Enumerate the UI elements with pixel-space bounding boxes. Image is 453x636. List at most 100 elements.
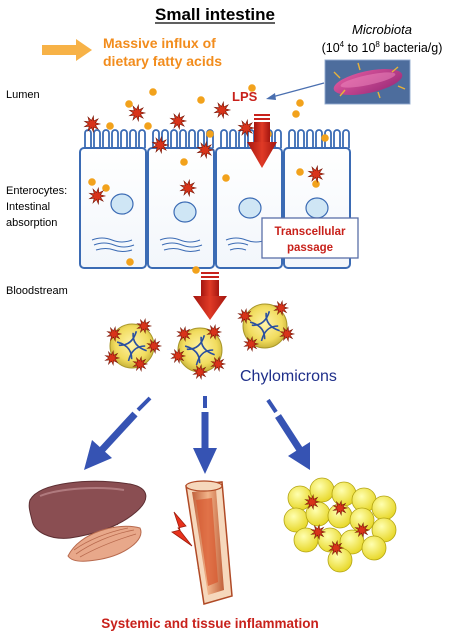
fatty-acid-dot	[106, 122, 114, 130]
lps-particle	[237, 307, 254, 325]
apolipoprotein-strand	[249, 321, 266, 340]
cell-nucleus	[173, 201, 197, 223]
enterocytes-label-line1: Enterocytes:	[6, 185, 67, 197]
microvillus	[288, 129, 296, 148]
apolipoprotein-strand	[118, 330, 138, 347]
lps-particle	[307, 164, 326, 184]
arrow-to-liver-icon	[84, 396, 152, 470]
apolipoprotein-strand	[186, 334, 206, 351]
fatty-acid-dot	[144, 122, 152, 130]
fatty-acid-dot	[102, 184, 110, 192]
transcellular-box	[261, 217, 359, 259]
microvillus	[333, 129, 341, 148]
microvillus	[84, 129, 92, 148]
apolipoprotein-strand	[200, 336, 215, 356]
lps-particle	[179, 178, 198, 198]
fatty-acid-dot	[222, 174, 230, 182]
cell-nucleus	[110, 193, 134, 215]
bloodstream-label: Bloodstream	[6, 285, 68, 297]
lps-entry-arrow-icon	[247, 114, 277, 168]
fatty-acid-dot	[126, 258, 134, 266]
transcellular-label-line2: passage	[287, 242, 333, 254]
bacteria-micrograph-image	[324, 59, 411, 105]
microvillus	[229, 129, 237, 148]
microvillus	[197, 129, 205, 148]
fatty-acid-dot	[125, 100, 133, 108]
microbiota-count-mid: to 10	[344, 41, 375, 55]
chylomicrons-label: Chylomicrons	[240, 368, 337, 385]
lps-particle	[146, 337, 163, 355]
fatty-acid-dot	[180, 158, 188, 166]
lps-particle	[243, 335, 260, 353]
microvillus	[152, 129, 160, 148]
page-title: Small intestine	[155, 5, 275, 24]
endoplasmic-reticulum-icon	[159, 237, 203, 252]
microvillus	[274, 129, 282, 148]
apolipoprotein-strand	[184, 345, 201, 364]
fatty-acid-dot	[321, 134, 329, 142]
chylomicron-group	[104, 299, 296, 381]
lps-particle	[106, 325, 123, 343]
microbiota-exp-high: 8	[375, 40, 380, 49]
microbiota-count-suffix: bacteria/g)	[380, 41, 443, 55]
cell-nucleus	[305, 197, 329, 219]
lps-particle	[206, 323, 223, 341]
microvillus	[247, 129, 255, 148]
lps-particle	[132, 355, 149, 373]
cell-nucleus	[238, 197, 262, 219]
influx-arrow-icon	[42, 39, 92, 61]
microbiota-arrowhead-icon	[266, 93, 276, 100]
outcome-label: Systemic and tissue inflammation	[101, 616, 319, 631]
transcellular-label-line1: Transcellular	[275, 226, 346, 238]
lps-particle	[196, 140, 215, 160]
microbiota-title: Microbiota	[352, 22, 412, 37]
adipose-tissue-icon	[283, 477, 397, 573]
microvillus	[138, 129, 146, 148]
microvillus	[179, 129, 187, 148]
endoplasmic-reticulum-icon	[225, 237, 267, 251]
microbiota-to-lps-arrow	[271, 82, 325, 98]
microbiota-count: (104 to 108 bacteria/g)	[322, 40, 443, 55]
lumen-label: Lumen	[6, 89, 40, 101]
apolipoprotein-strand	[260, 325, 279, 342]
lps-particle	[88, 186, 107, 206]
fatty-acid-dot	[312, 180, 320, 188]
fatty-acid-dot	[192, 266, 200, 274]
fatty-acid-dot	[206, 130, 214, 138]
arrow-to-adipose-icon	[266, 398, 310, 470]
apolipoprotein-strand	[127, 345, 146, 362]
lps-particle	[354, 521, 371, 539]
lps-particle	[104, 349, 121, 367]
fatty-acid-dot	[88, 178, 96, 186]
microvillus	[324, 129, 332, 148]
adipocyte	[371, 495, 397, 521]
lps-particle	[176, 325, 193, 343]
endoplasmic-reticulum-icon	[91, 237, 135, 252]
microvillus	[93, 129, 101, 148]
lps-particle	[304, 493, 321, 511]
lps-particle	[170, 347, 187, 365]
microvillus	[188, 129, 196, 148]
lps-particle	[332, 499, 349, 517]
inflammation-bolt-icon	[171, 511, 193, 547]
adipocyte	[361, 535, 387, 561]
arrow-to-vessel-icon	[193, 396, 217, 474]
microvillus	[342, 129, 350, 148]
lps-particle	[273, 299, 290, 317]
microvillus	[170, 129, 178, 148]
lps-particle	[136, 317, 153, 335]
lps-particle	[213, 100, 232, 120]
lps-label: LPS	[232, 89, 258, 104]
microvillus	[297, 129, 305, 148]
muscle-icon	[67, 525, 142, 562]
lps-particle	[279, 325, 296, 343]
liver-highlight	[39, 487, 125, 497]
fatty-acid-dot	[296, 168, 304, 176]
microvillus	[111, 129, 119, 148]
apolipoprotein-strand	[251, 310, 271, 327]
lps-particle	[151, 135, 170, 155]
microbiota-exp-low: 4	[340, 40, 345, 49]
fatty-acid-dot	[296, 99, 304, 107]
lps-particle	[237, 118, 256, 138]
